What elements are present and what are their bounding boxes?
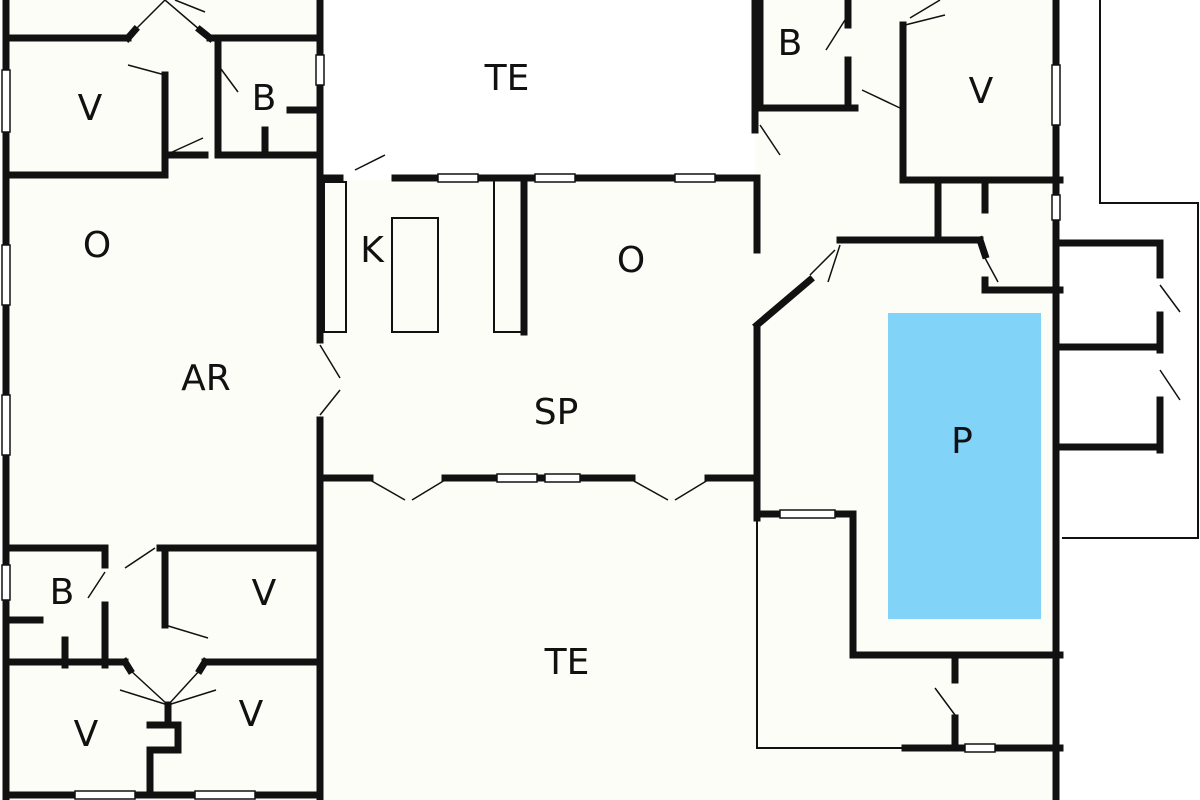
label-k: K [360, 230, 385, 271]
floor-area [5, 0, 1060, 800]
label-b-top-left: B [252, 78, 277, 119]
label-o-center: O [617, 240, 645, 281]
label-b-top-right: B [778, 23, 803, 64]
label-v-top-left: V [78, 88, 103, 129]
label-te-top: TE [484, 58, 530, 99]
label-v-bottom-mid: V [252, 573, 277, 614]
windows [1, 54, 1061, 800]
door-swings [87, 0, 1181, 716]
label-b-bottom-left: B [50, 572, 75, 613]
label-ar: AR [181, 358, 231, 399]
kitchen-counters [323, 179, 525, 333]
pool [888, 313, 1041, 619]
label-o-left: O [83, 225, 111, 266]
label-te-bottom: TE [544, 642, 590, 683]
label-sp: SP [534, 392, 579, 433]
label-pool: P [951, 421, 973, 462]
label-v-top-right: V [969, 71, 994, 112]
label-v-bottom-left: V [74, 714, 99, 755]
label-v-bottom-right: V [239, 694, 264, 735]
